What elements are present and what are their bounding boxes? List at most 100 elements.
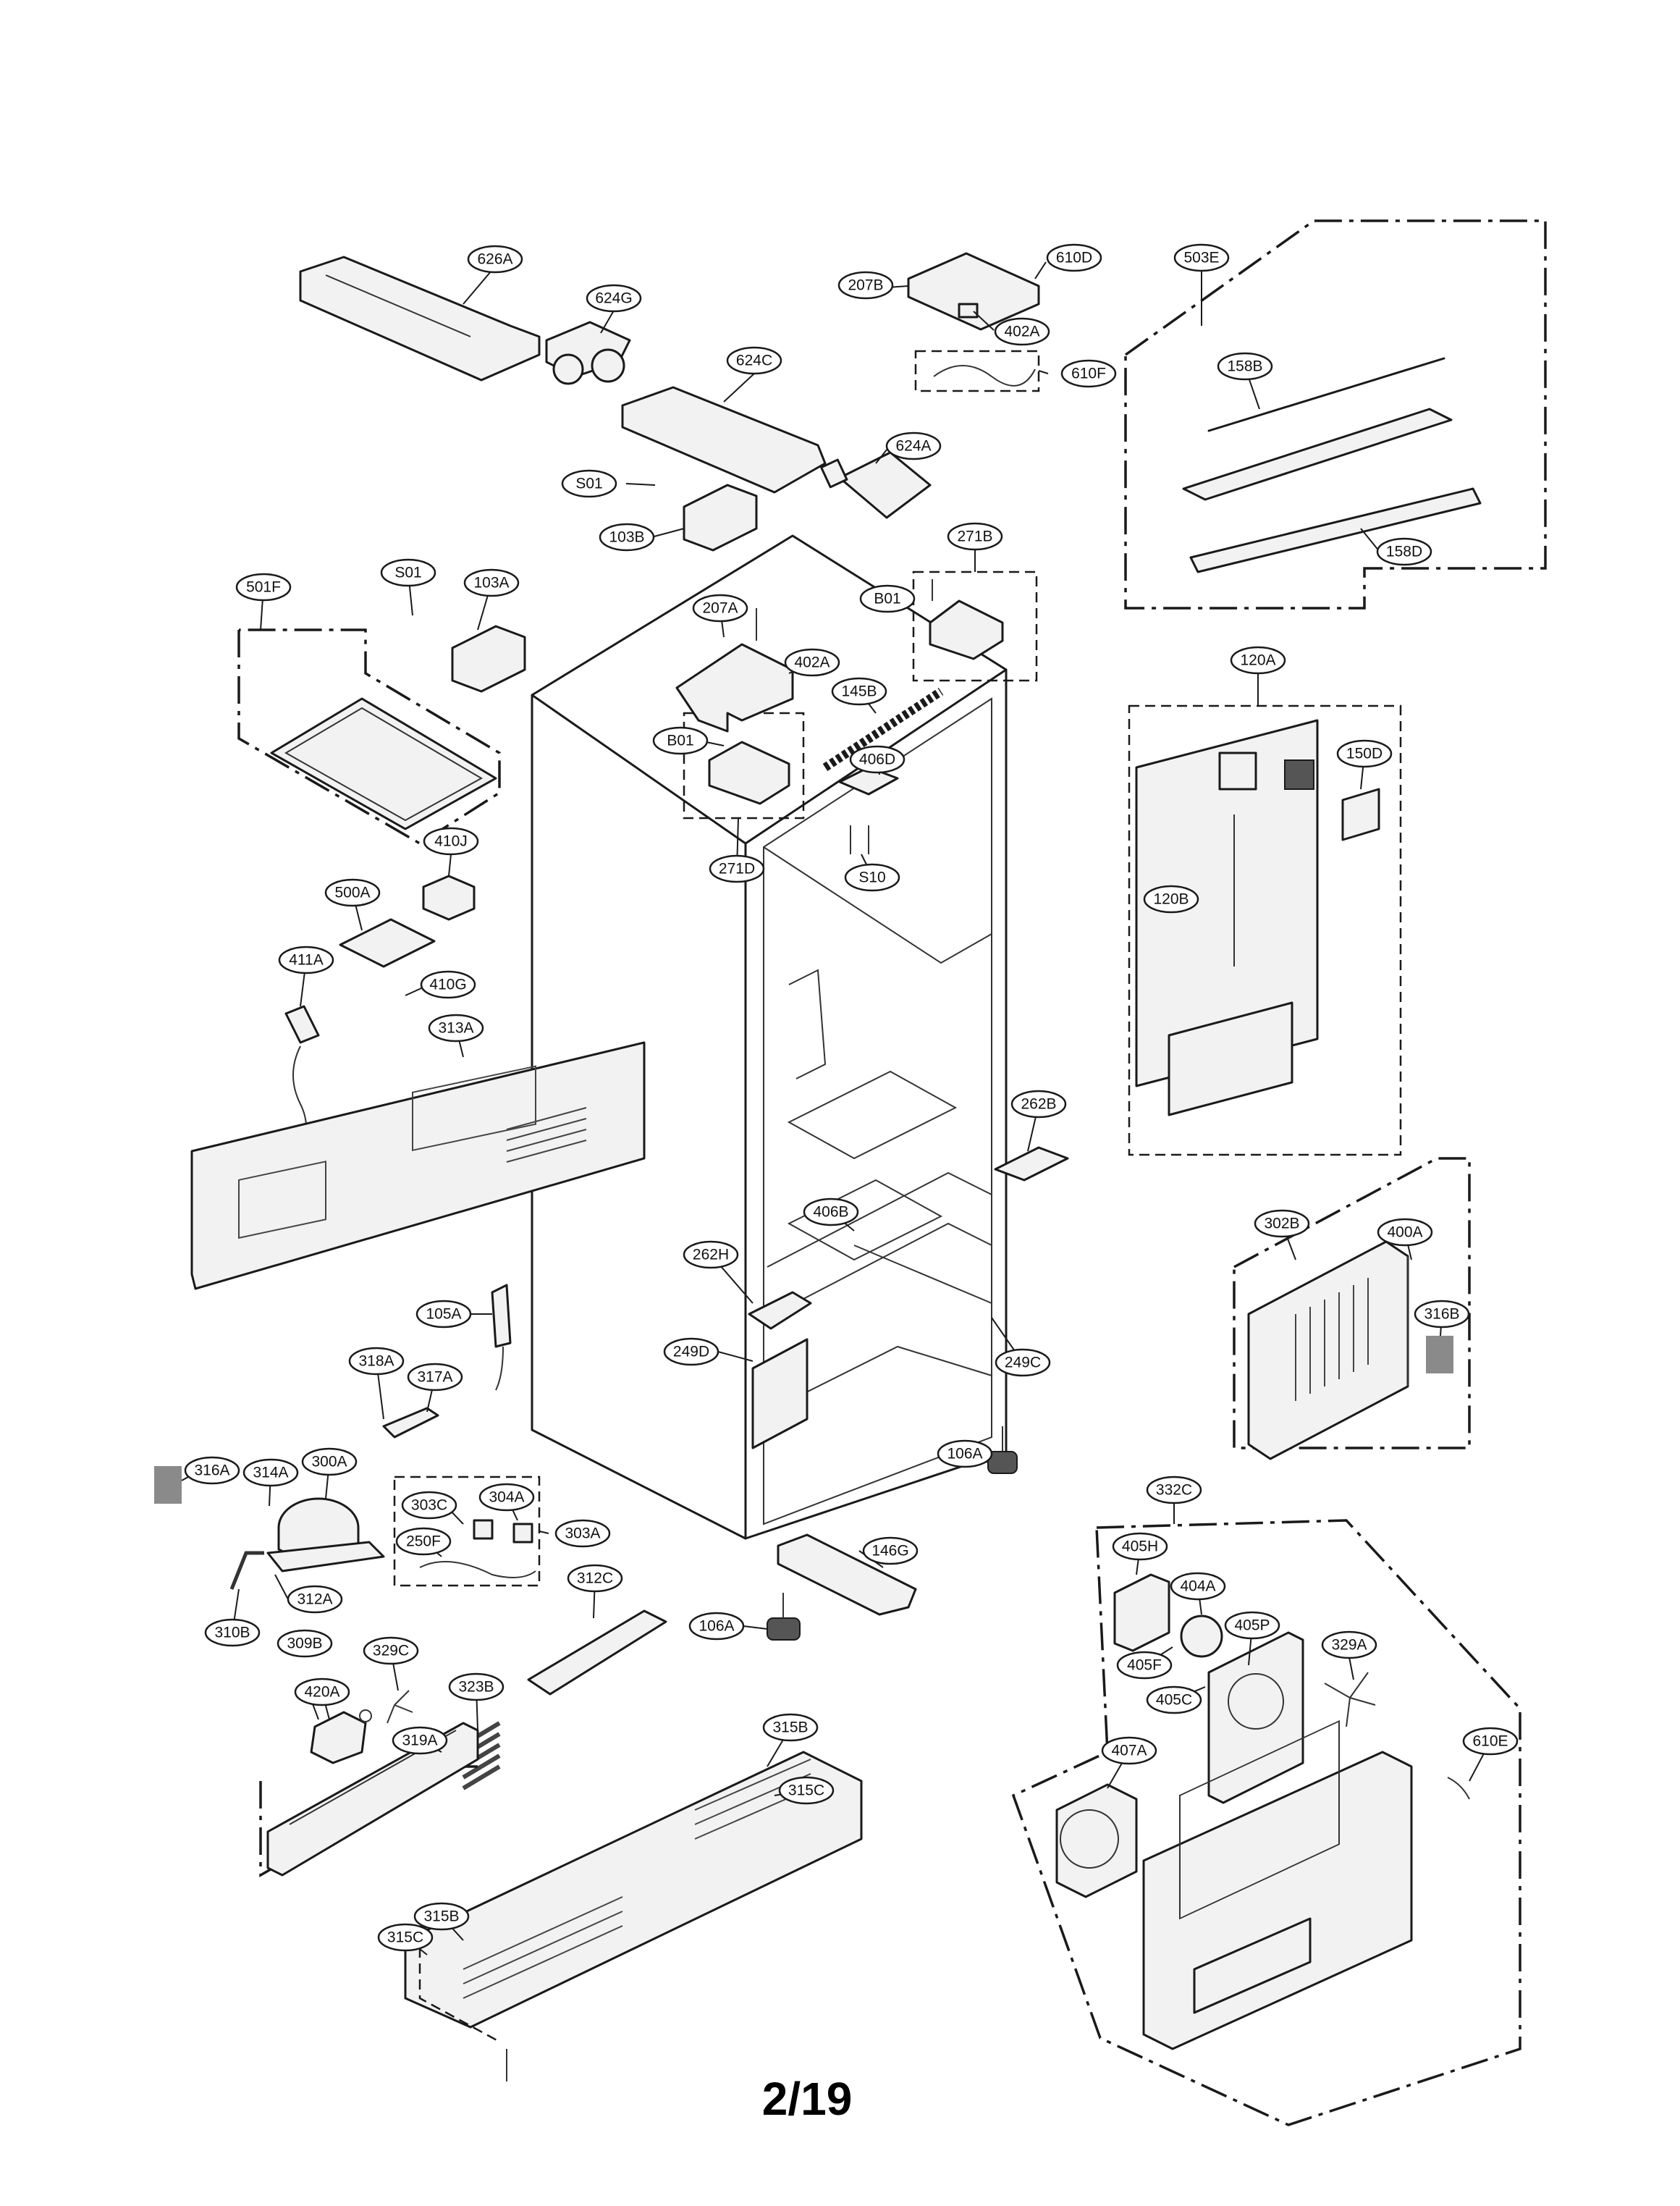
- svg-text:302B: 302B: [1264, 1216, 1299, 1232]
- callout-315c-top: 315C: [778, 1776, 835, 1805]
- callout-405c: 405C: [1146, 1685, 1202, 1714]
- back-cover-313a: [190, 1041, 646, 1290]
- svg-text:316A: 316A: [194, 1462, 229, 1479]
- svg-text:S01: S01: [394, 565, 421, 581]
- callout-s01-left: S01: [380, 558, 436, 587]
- callout-405f: 405F: [1116, 1651, 1173, 1680]
- callout-332c: 332C: [1146, 1475, 1202, 1504]
- svg-text:626A: 626A: [477, 251, 512, 268]
- svg-text:315B: 315B: [423, 1908, 459, 1925]
- callout-323b: 323B: [448, 1672, 505, 1701]
- svg-text:249C: 249C: [1005, 1355, 1041, 1371]
- svg-text:406D: 406D: [859, 752, 895, 768]
- svg-text:407A: 407A: [1111, 1743, 1147, 1759]
- svg-text:146G: 146G: [871, 1543, 908, 1559]
- svg-text:332C: 332C: [1156, 1482, 1192, 1499]
- filter-150d: [1341, 788, 1380, 841]
- callout-406d: 406D: [849, 745, 906, 774]
- svg-text:329C: 329C: [373, 1643, 409, 1659]
- callout-405h: 405H: [1112, 1532, 1168, 1561]
- svg-text:B01: B01: [667, 733, 693, 749]
- callout-309b: 309B: [277, 1629, 333, 1658]
- callout-500a: 500A: [324, 878, 381, 907]
- bracket-249d: [751, 1338, 809, 1449]
- callout-106a-upper: 106A: [937, 1439, 993, 1468]
- svg-text:315B: 315B: [772, 1719, 808, 1736]
- callout-b01-right: B01: [859, 584, 916, 613]
- svg-text:300A: 300A: [311, 1454, 347, 1470]
- callout-315c-bottom: 315C: [377, 1923, 434, 1952]
- fan-motor-420a: [310, 1690, 413, 1764]
- label-patch-316a: [154, 1466, 182, 1504]
- callout-302b: 302B: [1254, 1209, 1310, 1238]
- svg-text:145B: 145B: [841, 683, 877, 700]
- svg-text:610F: 610F: [1071, 366, 1106, 382]
- lower-hinge-262b: [994, 1146, 1069, 1182]
- svg-text:329A: 329A: [1331, 1637, 1367, 1654]
- callout-624c: 624C: [726, 346, 782, 375]
- callout-624g: 624G: [586, 284, 642, 313]
- svg-text:503E: 503E: [1183, 250, 1219, 266]
- callout-610e: 610E: [1462, 1727, 1519, 1756]
- callout-145b: 145B: [831, 677, 887, 706]
- callout-312a: 312A: [287, 1585, 343, 1614]
- svg-text:271D: 271D: [719, 861, 755, 877]
- callout-405p: 405P: [1224, 1611, 1280, 1640]
- callout-120a: 120A: [1230, 646, 1286, 675]
- part-406d: [838, 766, 899, 854]
- svg-text:402A: 402A: [1004, 324, 1039, 340]
- leveling-leg-106a-lower: [767, 1593, 801, 1641]
- cover-146g: [777, 1533, 917, 1616]
- part-103a: [451, 625, 526, 693]
- callout-249d: 249D: [663, 1337, 719, 1366]
- callout-262h: 262H: [683, 1240, 739, 1269]
- callout-407a: 407A: [1101, 1736, 1157, 1765]
- fan-assembly-332c: [1011, 1519, 1521, 2126]
- svg-text:103B: 103B: [609, 529, 644, 546]
- svg-text:624C: 624C: [736, 353, 772, 369]
- callout-315b-top: 315B: [762, 1713, 819, 1742]
- callout-318a: 318A: [348, 1347, 405, 1376]
- svg-text:303A: 303A: [565, 1525, 600, 1542]
- callout-503e: 503E: [1173, 243, 1230, 272]
- svg-text:262B: 262B: [1021, 1096, 1056, 1113]
- svg-text:271B: 271B: [957, 529, 992, 545]
- top-hinge-right: [912, 571, 1038, 682]
- part-624c: [621, 386, 827, 494]
- callout-404a: 404A: [1170, 1572, 1226, 1601]
- callout-610f: 610F: [1060, 359, 1117, 388]
- part-103b: [683, 484, 758, 552]
- svg-text:402A: 402A: [794, 654, 830, 671]
- wire-610e: [1447, 1777, 1470, 1800]
- svg-text:404A: 404A: [1180, 1578, 1215, 1595]
- svg-text:158D: 158D: [1386, 544, 1422, 560]
- svg-text:406B: 406B: [813, 1204, 848, 1221]
- assembly-503e: [1124, 219, 1547, 610]
- svg-text:103A: 103A: [473, 575, 509, 592]
- panel-501f: [237, 628, 501, 846]
- callout-402a-mid: 402A: [784, 648, 840, 677]
- svg-text:405C: 405C: [1156, 1692, 1192, 1709]
- callout-406b: 406B: [803, 1197, 859, 1226]
- callout-420a: 420A: [294, 1677, 350, 1706]
- label-patch-316b: [1426, 1336, 1453, 1373]
- page-number: 2/19: [761, 2073, 853, 2125]
- svg-text:207A: 207A: [702, 600, 738, 617]
- callout-312c: 312C: [567, 1564, 623, 1593]
- cover-312c: [527, 1609, 667, 1696]
- callout-labels: 626A 624G 624C 624A 207B 610D 402A 610F …: [184, 243, 1519, 1952]
- svg-text:410G: 410G: [429, 977, 466, 993]
- callout-120b: 120B: [1143, 885, 1199, 914]
- svg-text:405F: 405F: [1127, 1657, 1162, 1674]
- svg-text:312C: 312C: [577, 1570, 613, 1587]
- callout-105a: 105A: [415, 1300, 472, 1329]
- callout-310b: 310B: [204, 1618, 261, 1647]
- svg-text:501F: 501F: [246, 579, 281, 596]
- callout-329a: 329A: [1321, 1630, 1377, 1659]
- callout-411a: 411A: [278, 946, 334, 974]
- svg-text:249D: 249D: [673, 1344, 709, 1360]
- hinge-cover-207a: [675, 608, 794, 733]
- svg-text:410J: 410J: [434, 833, 468, 850]
- callout-207a: 207A: [692, 594, 748, 623]
